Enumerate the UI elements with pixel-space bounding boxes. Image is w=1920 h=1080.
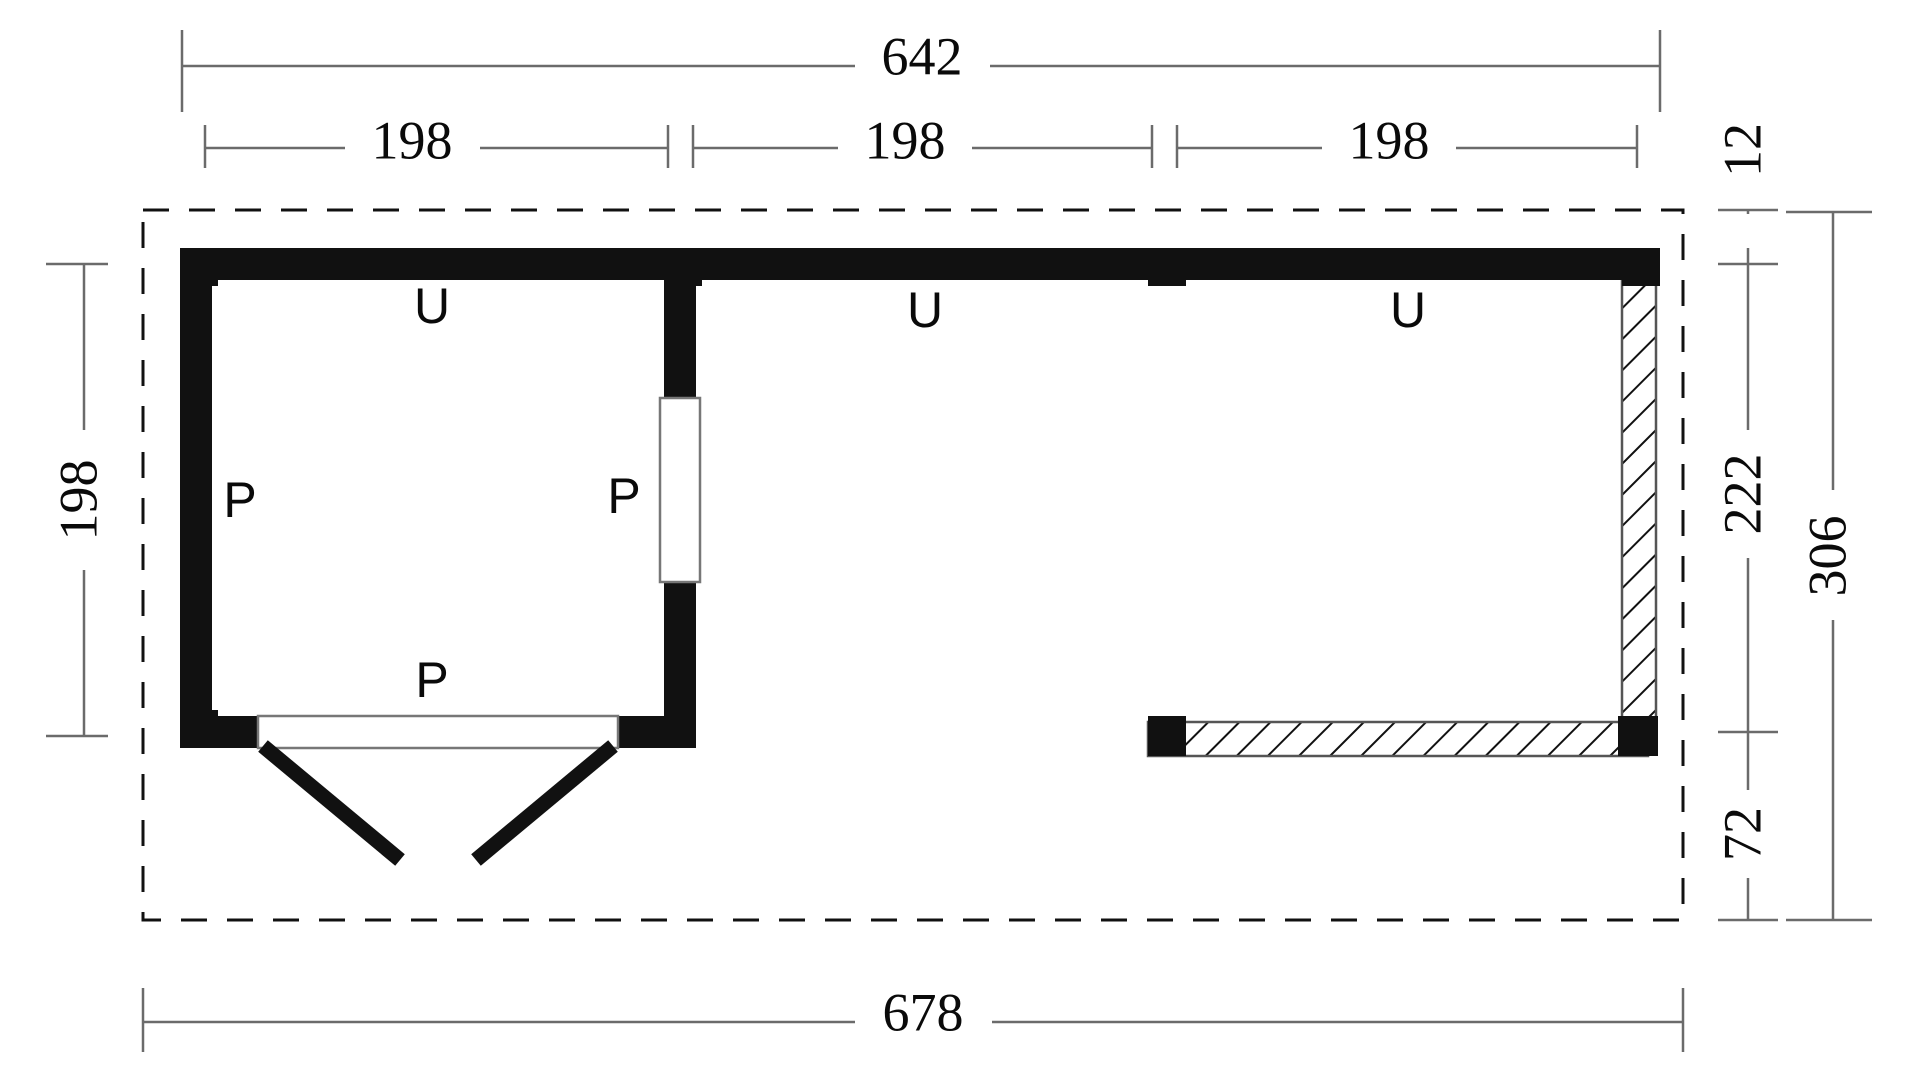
post-bottom-right xyxy=(1618,716,1658,756)
dimension-label-306: 306 xyxy=(1797,516,1857,597)
dimension-top-overall: 642 xyxy=(180,26,1662,112)
dimension-label-72: 72 xyxy=(1712,807,1772,861)
top-beam-wall xyxy=(180,248,1660,280)
dimension-right-chain: 12 222 72 xyxy=(1712,123,1778,922)
bay1-bottom-wall-right-stub xyxy=(614,716,696,748)
room-label-u-bay1: U xyxy=(414,278,450,334)
double-door[interactable] xyxy=(256,714,620,866)
bay1-left-wall xyxy=(180,248,212,748)
dimension-label-198-bay1: 198 xyxy=(372,110,453,170)
room-label-p-bottom: P xyxy=(415,652,448,708)
right-hatched-wall xyxy=(1620,260,1658,734)
post-top-right xyxy=(1622,248,1660,286)
room-label-p-left: P xyxy=(223,472,256,528)
roof-overhang-outline xyxy=(141,208,1685,922)
dimension-bottom-overall: 678 xyxy=(141,982,1685,1052)
dimension-left: 198 xyxy=(46,262,108,738)
dimension-label-198-left: 198 xyxy=(48,460,108,541)
room-label-u-bay3: U xyxy=(1390,282,1426,338)
post-top-mid1 xyxy=(664,248,702,286)
dimension-label-198-bay3: 198 xyxy=(1349,110,1430,170)
dimension-right-overall: 306 xyxy=(1786,210,1872,922)
dimension-label-642: 642 xyxy=(882,26,963,86)
window-opening[interactable] xyxy=(658,396,702,584)
right-hatched-wall-body xyxy=(1620,260,1658,734)
door-leaf-right[interactable] xyxy=(471,740,618,866)
door-frame-opening xyxy=(256,714,620,750)
dimension-top-chain: 198 198 198 xyxy=(203,110,1639,170)
dimension-label-678: 678 xyxy=(883,982,964,1042)
dimension-label-198-bay2: 198 xyxy=(865,110,946,170)
bottom-hatched-wall xyxy=(1146,720,1650,758)
dimension-label-12: 12 xyxy=(1712,123,1772,177)
bottom-hatched-wall-body xyxy=(1146,720,1650,758)
door-leaf-left[interactable] xyxy=(258,740,405,866)
post-top-mid2 xyxy=(1148,248,1186,286)
room-label-p-right: P xyxy=(607,468,640,524)
post-bottom-left xyxy=(180,710,218,748)
dimension-label-222: 222 xyxy=(1712,454,1772,535)
post-top-left xyxy=(180,248,218,286)
post-bottom-mid xyxy=(1148,716,1186,756)
room-label-u-bay2: U xyxy=(907,282,943,338)
